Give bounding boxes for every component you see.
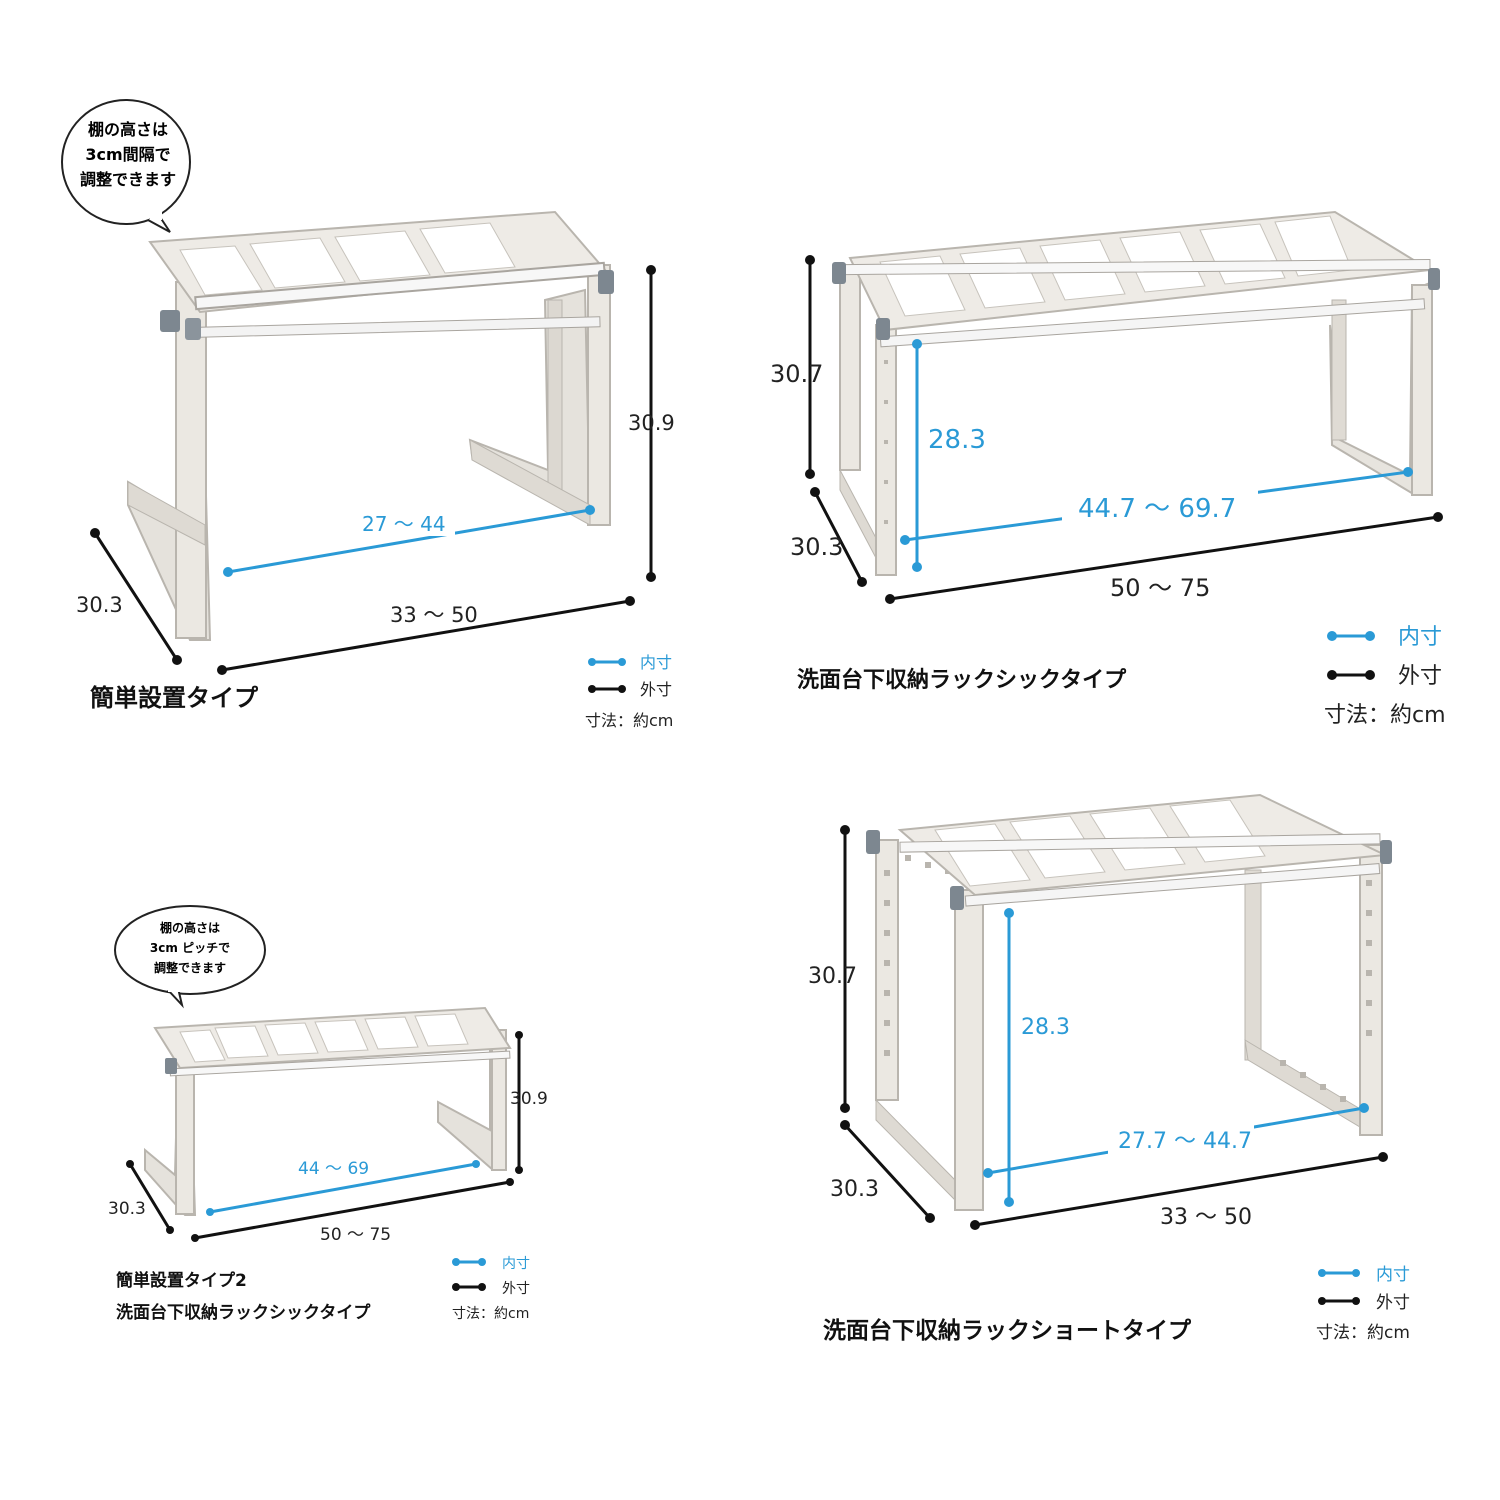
legend-unit: 寸法：約cm bbox=[1316, 1323, 1410, 1343]
legend-outer: 外寸 bbox=[1398, 664, 1442, 689]
panel-title: 洗面台下収納ラックシックタイプ bbox=[797, 667, 1127, 693]
panel-chic-type: 30.7 28.3 30.3 50 ～ 75 44.7 ～ 69.7 洗面台下収… bbox=[770, 210, 1446, 728]
width-label: 33 ～ 50 bbox=[1160, 1205, 1252, 1230]
panel-simple-type: 棚の高さは 3cm間隔で 調整できます bbox=[61, 99, 675, 730]
bubble-line-3: 調整できます bbox=[80, 170, 176, 189]
height-label: 30.7 bbox=[770, 360, 823, 388]
depth-label: 30.3 bbox=[830, 1177, 879, 1202]
depth-label: 30.3 bbox=[76, 593, 123, 617]
speech-bubble: 棚の高さは 3cm ピッチで 調整できます bbox=[114, 905, 266, 1009]
width-label: 50 ～ 75 bbox=[320, 1225, 391, 1245]
adjust-knob-icon bbox=[832, 262, 846, 284]
width-dimension: 50 ～ 75 bbox=[885, 512, 1443, 604]
depth-dimension: 30.3 bbox=[76, 528, 182, 665]
rack-illustration bbox=[144, 1006, 512, 1216]
legend-unit: 寸法：約cm bbox=[452, 1306, 529, 1322]
speech-bubble: 棚の高さは 3cm間隔で 調整できます bbox=[61, 99, 191, 233]
height-dimension: 30.7 bbox=[770, 255, 823, 479]
rack-illustration bbox=[127, 210, 614, 641]
legend-unit: 寸法：約cm bbox=[585, 711, 673, 730]
legend-outer: 外寸 bbox=[1376, 1293, 1410, 1313]
depth-label: 30.3 bbox=[108, 1199, 146, 1219]
bubble-line-3: 調整できます bbox=[154, 960, 226, 975]
inner-width-label: 27.7 ～ 44.7 bbox=[1118, 1129, 1252, 1154]
legend-outer: 外寸 bbox=[502, 1281, 530, 1297]
legend-unit: 寸法：約cm bbox=[1324, 703, 1446, 728]
legend: 内寸 外寸 寸法：約cm bbox=[452, 1256, 530, 1322]
legend-inner: 内寸 bbox=[640, 653, 672, 672]
width-label: 50 ～ 75 bbox=[1110, 574, 1210, 602]
inner-width-dimension: 27 ～ 44 bbox=[223, 505, 595, 577]
height-label: 30.7 bbox=[808, 964, 857, 989]
inner-width-label: 44.7 ～ 69.7 bbox=[1078, 494, 1236, 524]
inner-height-dimension: 28.3 bbox=[912, 339, 986, 572]
panel-title: 簡単設置タイプ bbox=[90, 684, 259, 712]
height-label: 30.9 bbox=[510, 1089, 548, 1109]
height-label: 30.9 bbox=[628, 411, 675, 435]
legend: 内寸 外寸 寸法：約cm bbox=[1324, 625, 1446, 728]
bubble-line-1: 棚の高さは bbox=[88, 120, 168, 139]
panel-title: 洗面台下収納ラックショートタイプ bbox=[823, 1317, 1192, 1344]
width-dimension: 33 ～ 50 bbox=[970, 1152, 1388, 1230]
depth-dimension: 30.3 bbox=[790, 487, 867, 587]
width-dimension: 33 ～ 50 bbox=[217, 596, 635, 675]
legend: 内寸 外寸 寸法：約cm bbox=[585, 653, 673, 730]
bubble-line-2: 3cm ピッチで bbox=[150, 941, 230, 955]
bubble-line-1: 棚の高さは bbox=[160, 920, 220, 935]
width-dimension: 50 ～ 75 bbox=[191, 1178, 514, 1245]
bubble-line-2: 3cm間隔で bbox=[85, 145, 170, 164]
inner-height-dimension: 28.3 bbox=[1004, 908, 1070, 1207]
depth-label: 30.3 bbox=[790, 533, 843, 561]
inner-width-label: 44 ～ 69 bbox=[298, 1159, 369, 1179]
inner-width-dimension: 27.7 ～ 44.7 bbox=[983, 1103, 1369, 1178]
inner-width-label: 27 ～ 44 bbox=[362, 512, 446, 536]
inner-width-dimension: 44 ～ 69 bbox=[206, 1156, 480, 1216]
adjust-knob-icon bbox=[165, 1058, 177, 1074]
inner-height-label: 28.3 bbox=[928, 425, 986, 455]
height-dimension: 30.9 bbox=[510, 1031, 548, 1174]
legend: 内寸 外寸 寸法：約cm bbox=[1316, 1265, 1410, 1343]
adjust-knob-icon bbox=[866, 830, 880, 854]
panel-title-line-2: 洗面台下収納ラックシックタイプ bbox=[116, 1302, 371, 1323]
width-label: 33 ～ 50 bbox=[390, 603, 478, 627]
height-dimension: 30.9 bbox=[628, 265, 675, 582]
height-dimension: 30.7 bbox=[808, 825, 857, 1113]
depth-dimension: 30.3 bbox=[830, 1120, 935, 1223]
panel-title-line-1: 簡単設置タイプ2 bbox=[115, 1270, 247, 1291]
depth-dimension: 30.3 bbox=[108, 1160, 174, 1234]
legend-inner: 内寸 bbox=[1398, 625, 1442, 650]
inner-width-dimension: 44.7 ～ 69.7 bbox=[900, 467, 1413, 545]
panel-short-type: 30.7 28.3 30.3 33 ～ 50 27.7 ～ 44.7 洗面台下収… bbox=[808, 793, 1410, 1344]
adjust-knob-icon bbox=[160, 310, 180, 332]
inner-height-label: 28.3 bbox=[1021, 1015, 1070, 1040]
rack-illustration bbox=[866, 793, 1392, 1211]
legend-outer: 外寸 bbox=[640, 680, 672, 699]
legend-inner: 内寸 bbox=[1376, 1265, 1410, 1285]
panel-simple-type-2: 棚の高さは 3cm ピッチで 調整できます 30.9 bbox=[108, 905, 548, 1323]
legend-inner: 内寸 bbox=[502, 1256, 530, 1272]
rack-illustration bbox=[832, 210, 1440, 576]
